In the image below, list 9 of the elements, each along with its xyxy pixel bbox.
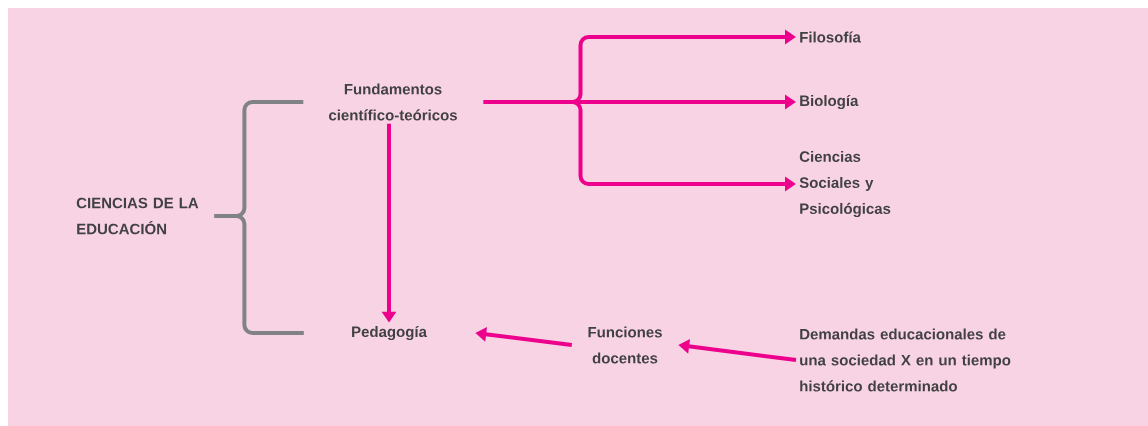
node-text: Filosofía (800, 31, 861, 43)
node-text: Demandas educacionales de una sociedad X en un tiempo histórico determinado (800, 328, 1011, 392)
node-text: Fundamentos científico-teóricos (329, 83, 457, 121)
node-text: Ciencias Sociales y Psicológicas (799, 150, 891, 218)
node-text: Funciones docentes (588, 326, 662, 364)
bracket-line (214, 214, 304, 335)
node-text: Pedagogía (352, 325, 428, 341)
node-text: CIENCIAS DE LA EDUCACIÓN (76, 197, 199, 235)
node-text: Biología (800, 94, 859, 110)
